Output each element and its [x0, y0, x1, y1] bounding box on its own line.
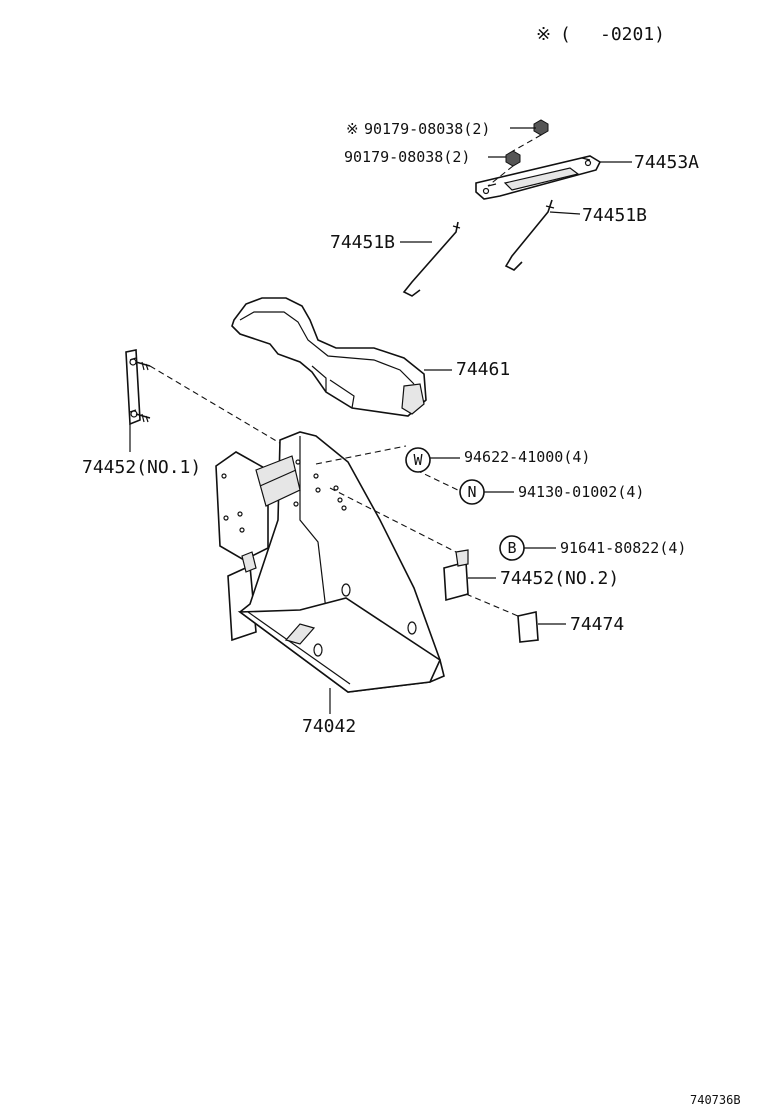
bracket-no1-dashed — [149, 365, 301, 456]
nut-icon — [505, 119, 549, 167]
nut-marked-prefix: ※ — [346, 120, 359, 138]
label-pad: 74474 — [570, 614, 624, 635]
label-nut-marked: 90179-08038(2) — [364, 120, 490, 138]
label-rod-left: 74451B — [330, 232, 395, 253]
nut-to-clamp-dashed — [487, 165, 514, 187]
rod-right-drawing — [504, 199, 555, 271]
svg-text:B: B — [507, 539, 516, 557]
pad-74474-drawing — [517, 611, 539, 643]
washer-dashed — [315, 445, 407, 465]
label-cover: 74461 — [456, 359, 510, 380]
label-bolt-b: 91641-80822(4) — [560, 539, 686, 557]
label-carrier: 74042 — [302, 716, 356, 737]
cover-74461-drawing — [231, 297, 427, 417]
bracket-no2-drawing — [443, 549, 469, 602]
circle-marker-b: B — [499, 535, 525, 561]
label-washer: 94622-41000(4) — [464, 448, 590, 466]
label-clamp: 74453A — [634, 152, 699, 173]
label-nut-n: 94130-01002(4) — [518, 483, 644, 501]
applicability-note: ※ ( -0201) — [536, 24, 665, 45]
circle-marker-w: W — [405, 447, 431, 473]
applicability-mark: ※ — [536, 24, 551, 45]
bolt-b-dashed — [329, 487, 457, 553]
carrier-74042-drawing — [215, 431, 445, 693]
pad-dashed — [465, 593, 519, 617]
leader-rod-right — [549, 211, 581, 215]
label-nut: 90179-08038(2) — [344, 148, 470, 166]
applicability-open: ( — [560, 24, 571, 45]
svg-text:N: N — [467, 483, 476, 501]
nut-leader-dashed — [512, 134, 542, 152]
circle-marker-n: N — [459, 479, 485, 505]
label-rod-right: 74451B — [582, 205, 647, 226]
applicability-range: -0201) — [600, 24, 665, 45]
drawing-code: 740736B — [690, 1093, 741, 1107]
label-bracket-no1: 74452(NO.1) — [82, 457, 201, 478]
label-bracket-no2: 74452(NO.2) — [500, 568, 619, 589]
nut-n-dashed — [415, 469, 463, 493]
clamp-74453a-drawing — [475, 155, 602, 200]
bracket-no1-drawing — [125, 349, 151, 426]
svg-text:W: W — [413, 451, 423, 469]
rod-left-drawing — [402, 221, 461, 297]
